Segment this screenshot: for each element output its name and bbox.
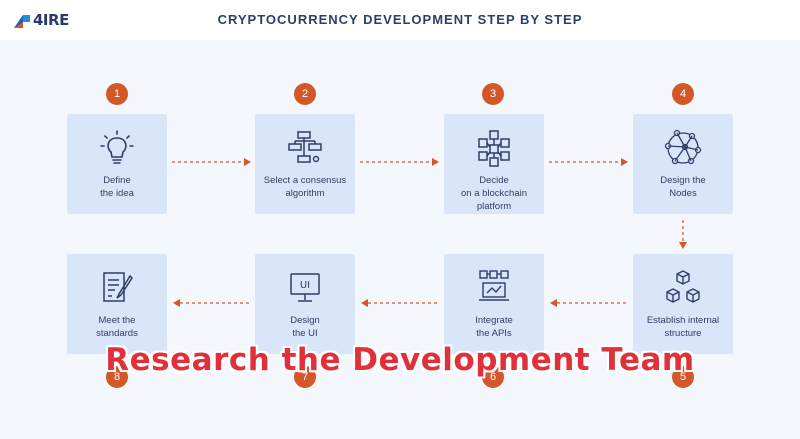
- nodes-network-icon: [664, 129, 702, 165]
- step-label-7: Design the UI: [290, 315, 320, 339]
- step-card-8: Meet the standards: [67, 254, 167, 354]
- step-label-1: Define the idea: [100, 175, 134, 199]
- step-badge-5: 5: [672, 366, 694, 388]
- step-card-2: Select a consensus algorithm: [255, 114, 355, 214]
- step-badge-8: 8: [106, 366, 128, 388]
- api-laptop-icon: [479, 270, 509, 301]
- logo-text: 4IRE: [33, 11, 69, 29]
- step-label-8: Meet the standards: [96, 315, 138, 339]
- step-badge-1: 1: [106, 83, 128, 105]
- step-badge-4: 4: [672, 83, 694, 105]
- cubes-structure-icon: [666, 270, 700, 303]
- logo[interactable]: 4IRE: [14, 11, 69, 29]
- lightbulb-icon: [100, 130, 134, 164]
- svg-text:UI: UI: [300, 280, 310, 291]
- step-label-4: Design the Nodes: [660, 175, 706, 199]
- page-title: CRYPTOCURRENCY DEVELOPMENT STEP BY STEP: [217, 12, 583, 27]
- step-card-6: Integrate the APIs: [444, 254, 544, 354]
- document-pen-icon: [103, 272, 133, 302]
- step-label-6: Integrate the APIs: [475, 315, 513, 339]
- blockchain-network-icon: [478, 130, 510, 167]
- step-card-5: Establish internal structure: [633, 254, 733, 354]
- arrow-1-to-2: [172, 158, 251, 166]
- step-badge-6: 6: [482, 366, 504, 388]
- logo-mark-icon: [14, 15, 30, 28]
- step-card-1: Define the idea: [67, 114, 167, 214]
- step-label-2: Select a consensus algorithm: [263, 175, 347, 199]
- flowchart-icon: [288, 131, 322, 163]
- header: 4IRE CRYPTOCURRENCY DEVELOPMENT STEP BY …: [0, 0, 800, 40]
- arrow-7-to-8: [173, 299, 252, 307]
- step-card-7: UI Design the UI: [255, 254, 355, 354]
- step-label-5: Establish internal structure: [646, 315, 720, 339]
- overlay-caption: Research the Development Team: [105, 342, 695, 378]
- step-card-4: Design the Nodes: [633, 114, 733, 214]
- arrow-3-to-4: [549, 158, 628, 166]
- step-card-3: Decide on a blockchain platform: [444, 114, 544, 214]
- arrow-6-to-7: [361, 299, 440, 307]
- arrow-4-to-5: [679, 220, 687, 249]
- step-badge-2: 2: [294, 83, 316, 105]
- arrow-5-to-6: [550, 299, 629, 307]
- step-badge-3: 3: [482, 83, 504, 105]
- ui-monitor-icon: UI: [290, 273, 320, 302]
- step-label-3: Decide on a blockchain platform: [460, 175, 528, 212]
- step-badge-7: 7: [294, 366, 316, 388]
- arrow-2-to-3: [360, 158, 439, 166]
